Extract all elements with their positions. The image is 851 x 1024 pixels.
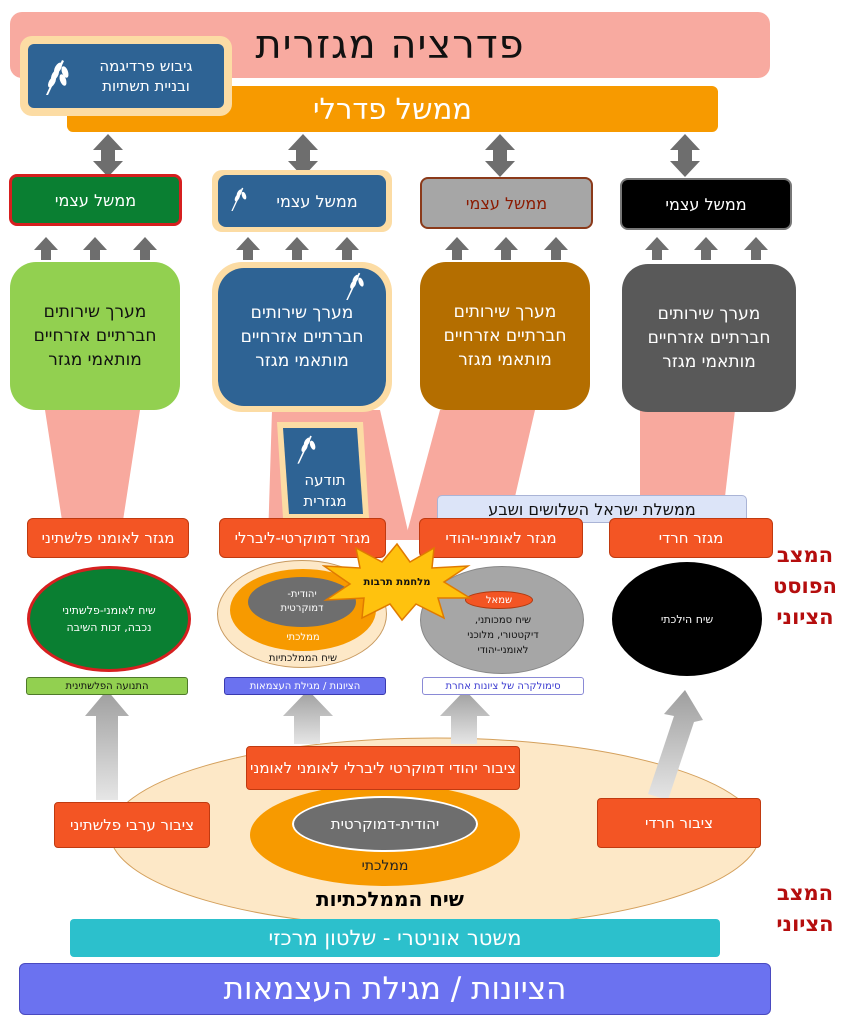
- discourse-liberal-mid: יהודית- דמוקרטית ממלכתי: [230, 569, 376, 651]
- svc-line1: מערך שירותים: [657, 304, 761, 324]
- jewish-discourse-text: שיח סמכותני, דיקטטורי, מלוכני לאומני-יהו…: [431, 613, 575, 658]
- awareness-line2: מגזרית: [303, 492, 347, 510]
- public-jewish-democratic: ציבור יהודי דמוקרטי ליברלי לאומני לאומני: [246, 746, 520, 790]
- self-gov-haredi: ממשל עצמי: [620, 178, 792, 230]
- tag-zionism-liberal: הציונות / מגילת העצמאות: [224, 677, 386, 695]
- unitary-regime-bar: משטר אוניטרי - שלטון מרכזי: [70, 919, 720, 957]
- statism-mid-ellipse: יהודית-דמוקרטית ממלכתי: [250, 784, 520, 886]
- jew-line1: שיח סמכותני,: [474, 615, 532, 626]
- status-pz-line3: הציוני: [776, 605, 834, 629]
- discourse-liberal-core: יהודית- דמוקרטית: [248, 577, 356, 627]
- svc-line2: חברתיים אזרחיים: [443, 326, 567, 346]
- svc-line1: מערך שירותים: [453, 302, 557, 322]
- sector-awareness-shape: [277, 422, 369, 518]
- svc-line3: מותאמי מגזר: [662, 352, 756, 372]
- disc-pal-line1: שיח לאומני-פלשתיני: [62, 604, 156, 617]
- self-gov-jewish: ממשל עצמי: [420, 177, 593, 229]
- svc-line3: מותאמי מגזר: [458, 350, 552, 370]
- sector-palestinian: מגזר לאומני פלשתיני: [27, 518, 189, 558]
- svc-line1: מערך שירותים: [43, 302, 147, 322]
- lib-outer-label: שיח הממלכתיות: [268, 653, 338, 664]
- self-gov-palestinian: ממשל עצמי: [9, 174, 182, 226]
- service-box-haredi: מערך שירותים חברתיים אזרחיים מותאמי מגזר: [622, 264, 796, 412]
- status-pz-line1: המצב: [776, 543, 834, 567]
- culture-war-label: מלחמת תרבות: [363, 576, 431, 588]
- culture-war-explosion: [322, 542, 472, 622]
- small-up-arrows: [34, 237, 768, 260]
- self-gov-liberal: ממשל עצמי: [218, 175, 386, 227]
- status-zionist: המצב הציוני: [765, 878, 845, 940]
- service-box-liberal-frame: מערך שירותים חברתיים אזרחיים מותאמי מגזר: [212, 262, 392, 412]
- wheat-icon: [226, 182, 250, 220]
- status-post-zionist: המצב הפוסט הציוני: [765, 540, 845, 633]
- paradigm-box: גיבוש פרדיגמה ובניית תשתיות: [20, 36, 232, 116]
- svc-line2: חברתיים אזרחיים: [647, 328, 771, 348]
- statism-core-ellipse: יהודית-דמוקרטית: [292, 796, 478, 852]
- status-pz-line2: הפוסט: [773, 574, 837, 598]
- awareness-line1: תודעה: [304, 471, 346, 489]
- jew-line2: דיקטטורי, מלוכני: [467, 630, 539, 641]
- status-z-line2: הציוני: [776, 912, 834, 936]
- svc-line1: מערך שירותים: [250, 303, 354, 323]
- sector-haredi: מגזר חרדי: [609, 518, 773, 558]
- jew-line3: לאומני-יהודי: [477, 645, 529, 656]
- disc-pal-line2: נכבה, זכות השיבה: [66, 621, 152, 634]
- service-box-jewish: מערך שירותים חברתיים אזרחיים מותאמי מגזר: [420, 262, 590, 410]
- paradigm-line1: גיבוש פרדיגמה: [99, 57, 193, 75]
- service-box-liberal: מערך שירותים חברתיים אזרחיים מותאמי מגזר: [218, 268, 386, 406]
- service-box-palestinian: מערך שירותים חברתיים אזרחיים מותאמי מגזר: [10, 262, 180, 410]
- self-gov-liberal-frame: ממשל עצמי: [212, 170, 392, 232]
- svc-line3: מותאמי מגזר: [48, 350, 142, 370]
- wheat-icon: [340, 270, 368, 306]
- discourse-palestinian: שיח לאומני-פלשתיני נכבה, זכות השיבה: [27, 566, 191, 672]
- svc-line3: מותאמי מגזר: [255, 351, 349, 371]
- sector-democratic-liberal: מגזר דמוקרטי-ליברלי: [219, 518, 386, 558]
- sector-national-jewish: מגזר לאומני-יהודי: [419, 518, 583, 558]
- lib-core-line2: דמוקרטית: [280, 603, 324, 614]
- tag-palestinian-movement: התנועה הפלשתינית: [26, 677, 188, 695]
- paradigm-line2: ובניית תשתיות: [102, 77, 190, 95]
- statism-mid-label: ממלכתי: [361, 858, 409, 874]
- status-z-line1: המצב: [776, 881, 834, 905]
- funnel-palestinian: [45, 410, 140, 540]
- double-arrows: [93, 134, 700, 177]
- public-arab-palestinian: ציבור ערבי פלשתיני: [54, 802, 210, 848]
- svc-line2: חברתיים אזרחיים: [240, 327, 364, 347]
- lib-mid-label: ממלכתי: [286, 632, 320, 643]
- big-up-arrows: [85, 690, 703, 800]
- public-haredi: ציבור חרדי: [597, 798, 761, 848]
- discourse-haredi: שיח הילכתי: [612, 562, 762, 676]
- tag-zionism-simulacra: סימולקרה של ציונות אחרת: [422, 677, 584, 695]
- bottom-zionism-bar: הציונות / מגילת העצמאות: [19, 963, 771, 1015]
- israel-gov-banner: ממשלת ישראל השלושים ושבע: [437, 495, 747, 523]
- wheat-icon: [38, 58, 74, 96]
- paradigm-box-inner: גיבוש פרדיגמה ובניית תשתיות: [28, 44, 224, 108]
- sector-awareness-text: תודעה מגזרית: [290, 470, 360, 512]
- svc-line2: חברתיים אזרחיים: [33, 326, 157, 346]
- jewish-left-badge: שמאל: [465, 591, 533, 609]
- statism-outer-label: שיח הממלכתיות: [316, 887, 464, 911]
- lib-core-line1: יהודית-: [287, 589, 317, 600]
- wheat-icon: [297, 435, 316, 464]
